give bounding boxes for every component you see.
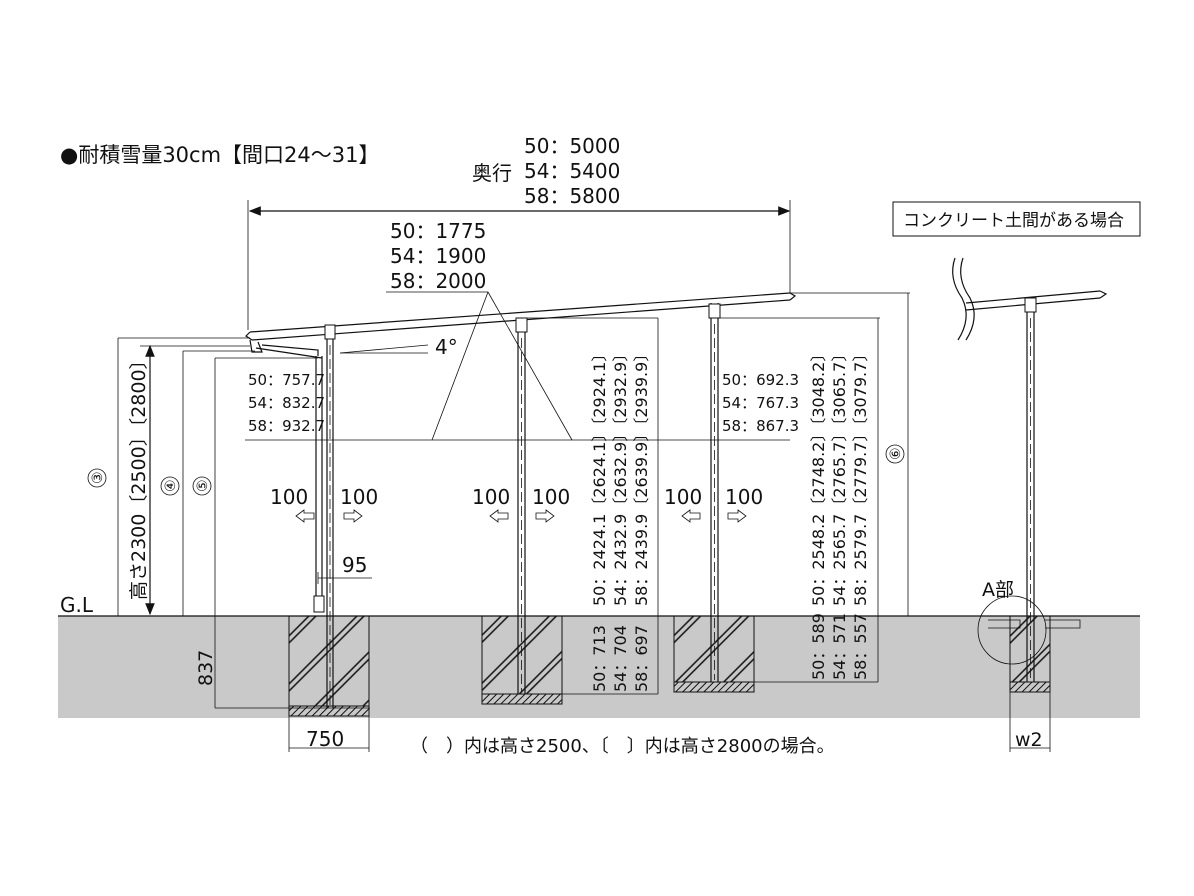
beam-front-50: 50：1775 bbox=[390, 219, 486, 243]
offset-front-left: 100 bbox=[270, 485, 308, 509]
offset-front-right: 100 bbox=[340, 485, 378, 509]
foundation-rear bbox=[673, 615, 755, 693]
offset-mid-right: 100 bbox=[532, 485, 570, 509]
post-middle bbox=[515, 317, 528, 694]
gutter-left-58: 58：932.7 bbox=[248, 417, 325, 435]
gutter-left-50: 50：757.7 bbox=[248, 371, 325, 389]
gutter-right-58: 58：867.3 bbox=[722, 417, 799, 435]
marker-4: ④ bbox=[163, 479, 179, 492]
note-box-frame bbox=[892, 201, 1141, 237]
title: ●耐積雪量30cm【間口24〜31】 bbox=[60, 143, 380, 167]
offset-arrows-front bbox=[295, 509, 363, 523]
offset-arrows-middle bbox=[489, 509, 555, 523]
marker-3: ③ bbox=[90, 471, 106, 484]
embed-rear-50: 50：589 bbox=[809, 613, 828, 680]
foundation-width: 750 bbox=[306, 727, 344, 751]
gl-label: G.L bbox=[60, 593, 94, 617]
angle-label: 4° bbox=[435, 335, 458, 359]
height-rear-50: 50：2548.2〔2748.2〕〔3048.2〕 bbox=[809, 346, 828, 606]
downpipe bbox=[313, 356, 325, 613]
marker-6: ⑥ bbox=[888, 447, 904, 460]
height-mid-50: 50：2424.1〔2624.1〕〔2924.1〕 bbox=[590, 346, 609, 606]
embed-mid-58: 58：697 bbox=[632, 625, 651, 692]
beam-front-58: 58：2000 bbox=[390, 269, 486, 293]
gutter-right-54: 54：767.3 bbox=[722, 394, 799, 412]
height-rear-54: 54：2565.7〔2765.7〕〔3065.7〕 bbox=[830, 346, 849, 606]
detail-label: A部 bbox=[982, 579, 1014, 601]
post-width: 95 bbox=[342, 553, 367, 577]
marker-5: ⑤ bbox=[195, 479, 211, 492]
foundation-depth: 837 bbox=[195, 650, 217, 686]
gutter-left-54: 54：832.7 bbox=[248, 394, 325, 412]
detail-section bbox=[952, 257, 1108, 752]
note-box: コンクリート土間がある場合 bbox=[903, 211, 1124, 231]
post-rear bbox=[708, 303, 721, 682]
depth-label: 奥行 bbox=[472, 161, 512, 185]
beam-front-54: 54：1900 bbox=[390, 244, 486, 268]
offset-arrows-rear bbox=[681, 509, 747, 523]
foundation-front bbox=[288, 615, 370, 717]
height-mid-54: 54：2432.9〔2632.9〕〔2932.9〕 bbox=[611, 346, 630, 606]
height-mid-58: 58：2439.9〔2639.9〕〔2939.9〕 bbox=[632, 346, 651, 606]
foundation-middle bbox=[481, 615, 563, 705]
detail-width: w2 bbox=[1015, 729, 1043, 751]
height-rear-58: 58：2579.7〔2779.7〕〔3079.7〕 bbox=[851, 346, 870, 606]
gutter-front bbox=[249, 339, 323, 359]
depth-value-50: 50：5000 bbox=[524, 134, 620, 158]
embed-rear-58: 58：557 bbox=[851, 613, 870, 680]
depth-value-54: 54：5400 bbox=[524, 159, 620, 183]
post-front bbox=[324, 324, 336, 708]
offset-rear-right: 100 bbox=[725, 485, 763, 509]
embed-mid-54: 54：704 bbox=[611, 625, 630, 692]
gutter-right-50: 50：692.3 bbox=[722, 371, 799, 389]
offset-rear-left: 100 bbox=[664, 485, 702, 509]
height-vertical: 高さ2300〔2500〕〔2800〕 bbox=[128, 350, 150, 600]
footnote: （ ）内は高さ2500、〔 〕内は高さ2800の場合。 bbox=[410, 736, 835, 757]
embed-rear-54: 54：571 bbox=[830, 613, 849, 680]
depth-value-58: 58：5800 bbox=[524, 184, 620, 208]
detail-circle bbox=[977, 595, 1047, 665]
ground-band bbox=[58, 616, 1140, 718]
embed-mid-50: 50：713 bbox=[590, 625, 609, 692]
offset-mid-left: 100 bbox=[472, 485, 510, 509]
